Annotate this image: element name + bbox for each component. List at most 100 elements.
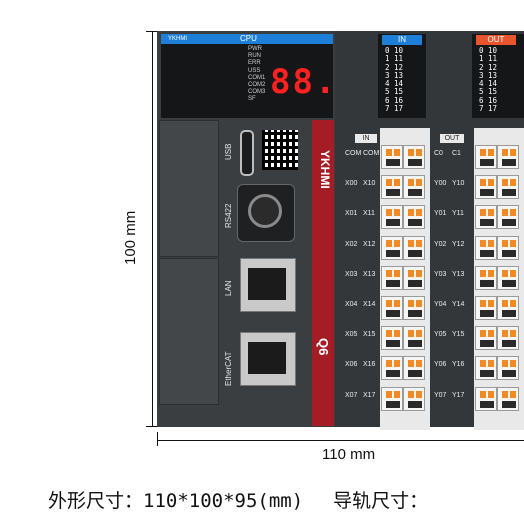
in-terminal[interactable]: [381, 326, 403, 351]
out-terminal[interactable]: [475, 205, 497, 230]
cpu-led-labels: PWR RUN ERR USS COM1 COM2 COM3 SF: [248, 46, 265, 104]
ethercat-label: EtherCAT: [224, 351, 233, 386]
terminal-lever: [416, 269, 422, 277]
out-terminal[interactable]: [497, 205, 519, 230]
in-terminal[interactable]: [381, 145, 403, 169]
out-led-row: 5 15: [479, 87, 498, 97]
terminal-slot: [386, 400, 400, 408]
in-led-row: 0 10: [385, 46, 404, 55]
out-terminal[interactable]: [475, 175, 497, 200]
out-terminal[interactable]: [497, 175, 519, 200]
terminal-lever: [386, 209, 392, 217]
lan-port-socket: [248, 268, 286, 300]
in-terminal[interactable]: [403, 145, 425, 169]
out-led-row: 0 10: [479, 46, 498, 55]
out-terminal[interactable]: [475, 235, 497, 260]
led-label-com1: COM1: [248, 74, 266, 81]
in-channel-label: X07: [345, 391, 358, 399]
terminal-lever: [488, 209, 494, 217]
in-terminal[interactable]: [403, 386, 425, 411]
terminal-lever: [416, 390, 422, 398]
terminal-lever: [416, 149, 422, 156]
terminal-lever: [502, 300, 508, 307]
terminal-lever: [416, 209, 422, 217]
out-terminal[interactable]: [497, 235, 519, 260]
terminal-lever: [510, 209, 516, 217]
terminal-lever: [480, 390, 486, 398]
terminal-slot: [502, 159, 516, 166]
in-led-row: 2 12: [385, 62, 404, 72]
rs422-socket: [248, 194, 282, 228]
out-terminal[interactable]: [497, 386, 519, 411]
in-module-display: [378, 34, 426, 118]
in-terminal[interactable]: [381, 386, 403, 411]
out-terminal[interactable]: [475, 296, 497, 320]
out-terminal[interactable]: [497, 326, 519, 351]
in-channel-label: X15: [363, 331, 376, 339]
terminal-lever: [480, 239, 486, 247]
in-module-header: IN: [382, 35, 422, 45]
in-terminal[interactable]: [403, 205, 425, 230]
terminal-lever: [480, 330, 486, 338]
in-terminal[interactable]: [403, 326, 425, 351]
terminal-lever: [502, 179, 508, 187]
out-terminal[interactable]: [475, 356, 497, 381]
out-channel-label: Y15: [452, 331, 465, 339]
out-terminal[interactable]: [497, 265, 519, 290]
out-terminal[interactable]: [497, 356, 519, 381]
terminal-lever: [480, 269, 486, 277]
in-terminal[interactable]: [381, 265, 403, 290]
out-terminal[interactable]: [497, 145, 519, 169]
in-terminal[interactable]: [403, 296, 425, 320]
in-terminal[interactable]: [403, 235, 425, 260]
out-channel-label: Y05: [434, 331, 447, 339]
in-terminal[interactable]: [381, 235, 403, 260]
in-terminal[interactable]: [381, 175, 403, 200]
terminal-lever: [394, 149, 400, 156]
terminal-lever: [394, 360, 400, 368]
in-channel-label: X05: [345, 331, 358, 339]
terminal-lever: [408, 330, 414, 338]
out-channel-label: Y14: [452, 301, 465, 308]
out-terminal[interactable]: [475, 386, 497, 411]
cpu-header-label: CPU: [240, 34, 257, 43]
out-led-row: 7 17: [479, 104, 498, 114]
in-channel-label: X01: [345, 210, 358, 218]
in-terminal[interactable]: [381, 356, 403, 381]
out-channel-label: Y13: [452, 270, 465, 278]
terminal-slot: [408, 370, 422, 378]
in-terminal[interactable]: [403, 265, 425, 290]
led-label-com3: COM3: [248, 89, 266, 96]
terminal-slot: [480, 189, 494, 197]
terminal-lever: [502, 269, 508, 277]
in-terminal[interactable]: [381, 205, 403, 230]
terminal-slot: [480, 340, 494, 348]
terminal-slot: [408, 249, 422, 257]
qr-code: [262, 130, 298, 170]
terminal-slot: [408, 279, 422, 287]
terminal-lever: [488, 390, 494, 398]
out-terminal[interactable]: [475, 145, 497, 169]
terminal-slot: [502, 249, 516, 257]
height-dimension-tick-top: [146, 31, 158, 32]
in-terminal[interactable]: [403, 356, 425, 381]
in-terminal[interactable]: [403, 175, 425, 200]
in-channel-label: X03: [345, 270, 358, 278]
height-dimension-line: [152, 31, 153, 427]
terminal-slot: [480, 370, 494, 378]
terminal-lever: [510, 330, 516, 338]
terminal-slot: [480, 310, 494, 317]
terminal-lever: [502, 330, 508, 338]
terminal-lever: [386, 179, 392, 187]
out-terminal[interactable]: [497, 296, 519, 320]
terminal-lever: [394, 390, 400, 398]
usb-port[interactable]: [240, 130, 254, 176]
terminal-lever: [488, 300, 494, 307]
terminal-lever: [394, 300, 400, 307]
out-terminal[interactable]: [475, 326, 497, 351]
in-terminal[interactable]: [381, 296, 403, 320]
terminal-slot: [386, 370, 400, 378]
out-terminal[interactable]: [475, 265, 497, 290]
in-channel-label: X00: [345, 180, 358, 188]
usb-label: USB: [224, 143, 233, 160]
